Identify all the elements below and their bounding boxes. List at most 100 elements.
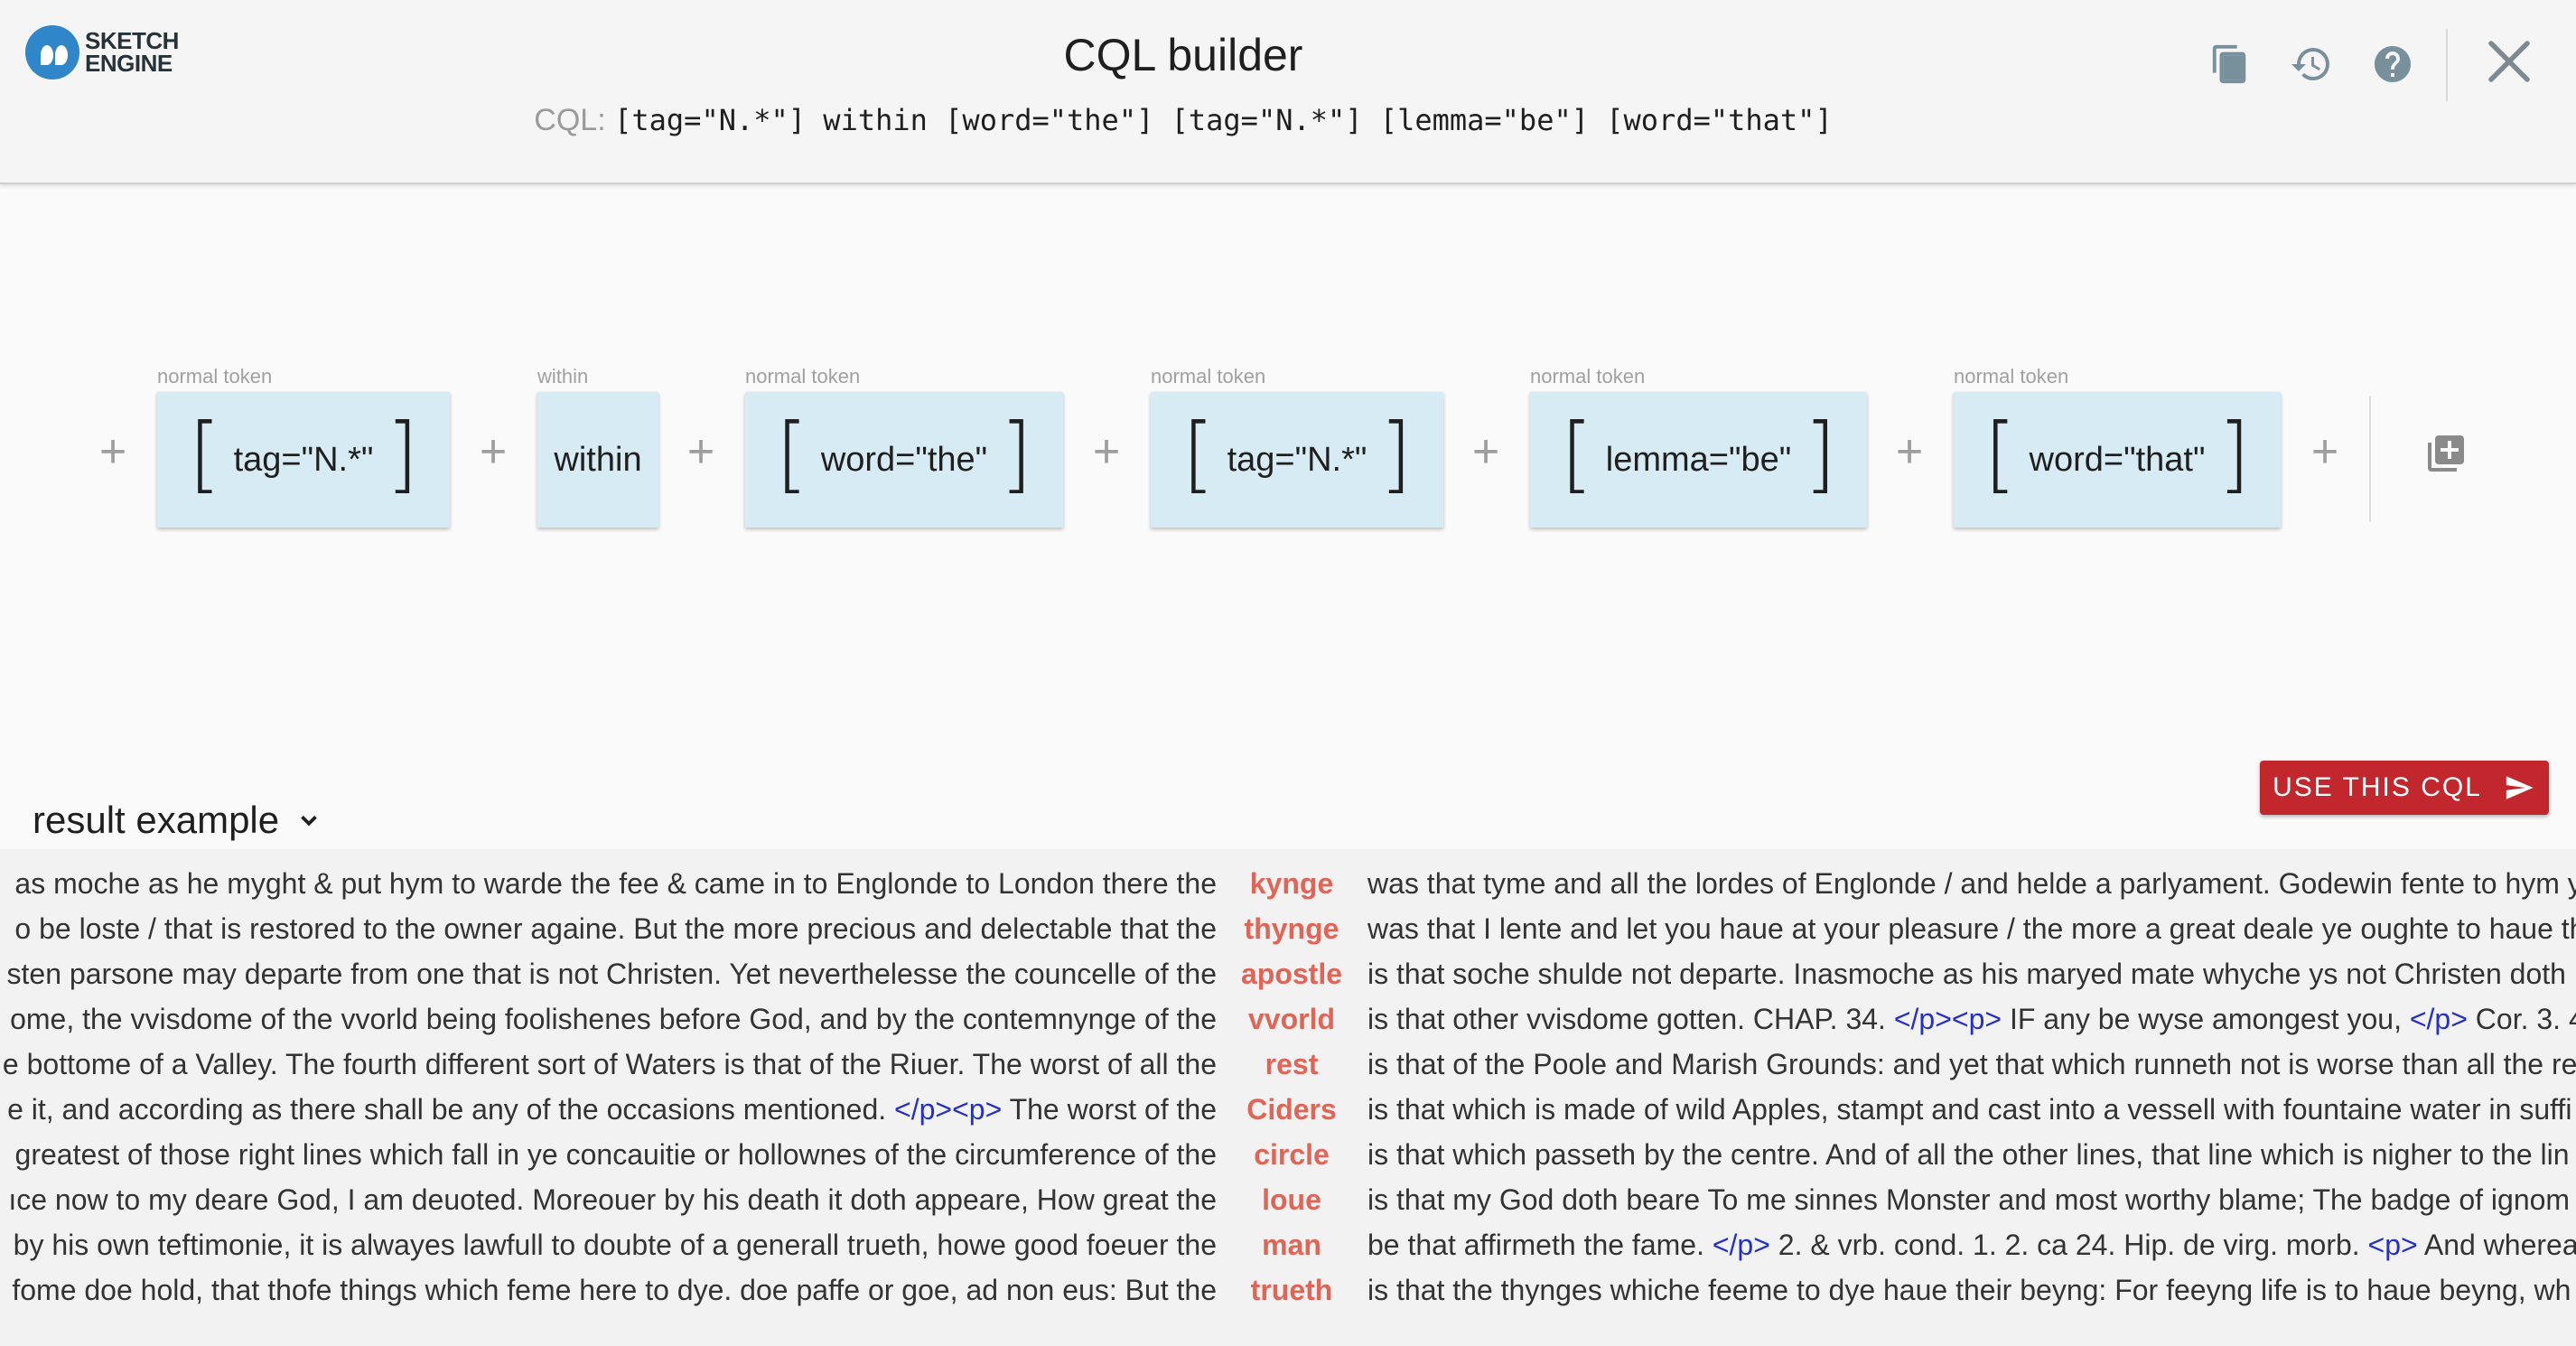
bracket-open: [ — [1983, 406, 2017, 502]
help-button[interactable] — [2368, 40, 2417, 89]
add-token-button[interactable]: + — [1471, 425, 1500, 478]
left-context: greatest of those right lines which fall… — [14, 1138, 1217, 1171]
right-context: is that of the Poole and Marish Grounds:… — [1367, 1048, 2576, 1080]
token-box[interactable]: [ word="that" ] — [1954, 392, 2281, 528]
close-button[interactable] — [2480, 33, 2538, 90]
add-block-button[interactable] — [2424, 432, 2468, 480]
bracket-open: [ — [775, 406, 808, 502]
bracket-close: ] — [1000, 406, 1033, 502]
page-title: CQL builder — [1063, 30, 1303, 80]
logo-text: SKETCH ENGINE — [85, 27, 179, 77]
right-context: is that the thynges whiche feeme to dye … — [1367, 1274, 2571, 1306]
add-token-button[interactable]: + — [98, 425, 127, 478]
token-value: tag="N.*" — [233, 440, 374, 479]
send-icon — [2506, 776, 2534, 799]
structure-tag: </p><p> — [894, 1093, 1003, 1126]
bracket-close: ] — [386, 406, 419, 502]
bracket-close: ] — [1379, 406, 1413, 502]
token-value: word="that" — [2029, 440, 2206, 479]
bracket-close: ] — [2217, 406, 2251, 502]
cql-label: CQL: — [534, 103, 606, 137]
add-token-button[interactable]: + — [2310, 425, 2339, 478]
header-divider — [2446, 29, 2448, 101]
kwic-keyword[interactable]: man — [1262, 1229, 1321, 1261]
table-row: fome doe hold, that thofe things which f… — [0, 1267, 2576, 1313]
token-type-label: normal token — [1530, 365, 1646, 388]
left-context: ome, the vvisdome of the vvorld being fo… — [10, 1003, 1217, 1035]
left-context: sten parsone may departe from one that i… — [6, 958, 1217, 990]
token-box[interactable]: [ tag="N.*" ] — [1151, 392, 1443, 528]
table-row: e it, and according as there shall be an… — [0, 1087, 2576, 1132]
table-row: ıce now to my deare God, I am deuoted. M… — [0, 1177, 2576, 1222]
chevron-down-icon — [301, 815, 317, 827]
kwic-keyword[interactable]: thynge — [1244, 912, 1339, 945]
table-row: o be loste / that is restored to the own… — [0, 906, 2576, 951]
table-row: ome, the vvisdome of the vvorld being fo… — [0, 996, 2576, 1042]
add-token-button[interactable]: + — [479, 425, 508, 478]
use-this-cql-button[interactable]: USE THIS CQL — [2260, 761, 2549, 815]
right-context: is that other vvisdome gotten. CHAP. 34.… — [1367, 1003, 2576, 1035]
copy-button[interactable] — [2206, 40, 2254, 89]
logo-icon — [25, 25, 79, 79]
token-value: lemma="be" — [1605, 440, 1792, 479]
kwic-keyword[interactable]: apostle — [1240, 958, 1343, 990]
result-example-toggle[interactable]: result example — [33, 799, 322, 842]
token-slot-2: within within — [537, 361, 658, 528]
structure-tag: </p><p> — [1893, 1003, 2002, 1035]
add-token-button[interactable]: + — [686, 425, 715, 478]
close-icon — [2488, 41, 2530, 82]
kwic-keyword[interactable]: Ciders — [1246, 1093, 1337, 1126]
cql-preview: CQL: [tag="N.*"] within [word="the"] [ta… — [0, 103, 2366, 138]
kwic-keyword[interactable]: rest — [1265, 1048, 1319, 1080]
add-token-button[interactable]: + — [1895, 425, 1924, 478]
token-value: tag="N.*" — [1227, 440, 1367, 479]
token-type-label: normal token — [745, 365, 861, 388]
left-context: ıce now to my deare God, I am deuoted. M… — [8, 1183, 1217, 1216]
table-row: greatest of those right lines which fall… — [0, 1132, 2576, 1177]
cql-value: [tag="N.*"] within [word="the"] [tag="N.… — [614, 103, 1833, 137]
structure-tag: </p> — [2409, 1003, 2468, 1035]
left-context: o be loste / that is restored to the own… — [14, 912, 1217, 945]
token-type-label: within — [537, 365, 589, 388]
kwic-keyword[interactable]: loue — [1262, 1183, 1321, 1216]
bracket-open: [ — [188, 406, 221, 502]
bracket-open: [ — [1181, 406, 1215, 502]
token-box[interactable]: [ lemma="be" ] — [1530, 392, 1867, 528]
header: SKETCH ENGINE CQL builder CQL: [tag="N.*… — [0, 0, 2576, 184]
add-token-button[interactable]: + — [1092, 425, 1121, 478]
table-row: e bottome of a Valley. The fourth differ… — [0, 1042, 2576, 1087]
token-type-label: normal token — [157, 365, 273, 388]
token-slot-3: normal token [ word="the" ] — [745, 361, 1063, 528]
right-context: is that which passeth by the centre. And… — [1367, 1138, 2570, 1171]
bracket-close: ] — [1804, 406, 1837, 502]
left-context: e bottome of a Valley. The fourth differ… — [2, 1048, 1217, 1080]
bracket-open: [ — [1560, 406, 1593, 502]
sketch-engine-logo[interactable]: SKETCH ENGINE — [25, 25, 179, 79]
right-context: is that soche shulde not departe. Inasmo… — [1367, 958, 2566, 990]
right-context: be that affirmeth the fame. </p> 2. & vr… — [1367, 1229, 2576, 1261]
token-slot-6: normal token [ word="that" ] — [1954, 361, 2281, 528]
structure-tag: </p> — [1712, 1229, 1770, 1261]
token-type-label: normal token — [1151, 365, 1266, 388]
token-box[interactable]: [ word="the" ] — [745, 392, 1063, 528]
token-box[interactable]: within — [537, 392, 658, 528]
kwic-keyword[interactable]: trueth — [1250, 1274, 1333, 1306]
kwic-keyword[interactable]: vvorld — [1247, 1003, 1336, 1035]
right-context: is that which is made of wild Apples, st… — [1367, 1093, 2572, 1126]
kwic-keyword[interactable]: kynge — [1249, 867, 1334, 900]
right-context: is that my God doth beare To me sinnes M… — [1367, 1183, 2571, 1216]
left-context: fome doe hold, that thofe things which f… — [12, 1274, 1217, 1306]
table-row: by his own teftimonie, it is alwayes law… — [0, 1222, 2576, 1267]
table-row: sten parsone may departe from one that i… — [0, 951, 2576, 996]
token-slot-5: normal token [ lemma="be" ] — [1530, 361, 1867, 528]
history-icon — [2291, 48, 2329, 81]
kwic-keyword[interactable]: circle — [1254, 1138, 1330, 1171]
left-context: by his own teftimonie, it is alwayes law… — [13, 1229, 1217, 1261]
token-type-label: normal token — [1954, 365, 2069, 388]
use-this-cql-label: USE THIS CQL — [2273, 772, 2482, 802]
history-button[interactable] — [2287, 40, 2336, 89]
token-builder-row: + normal token [ tag="N.*" ] + within wi… — [0, 361, 2576, 551]
result-concordance: as moche as he myght & put hym to warde … — [0, 849, 2576, 1346]
token-value: within — [554, 440, 642, 479]
token-box[interactable]: [ tag="N.*" ] — [157, 392, 450, 528]
